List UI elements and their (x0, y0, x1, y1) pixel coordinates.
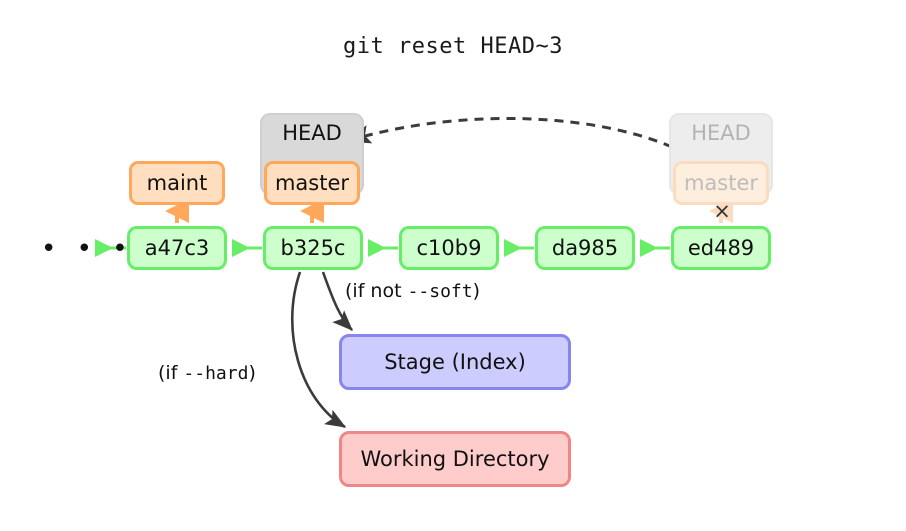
cross-out-mark: × (713, 199, 731, 223)
annotation-not-soft-suffix: ) (472, 280, 481, 302)
commit-node-da985[interactable]: da985 (535, 226, 635, 270)
annotation-hard-flag: --hard (183, 363, 249, 384)
commit-node-a47c3[interactable]: a47c3 (127, 226, 227, 270)
annotation-if-not-soft: (if not --soft) (345, 280, 480, 302)
diagram-title: git reset HEAD~3 (343, 34, 563, 59)
head-move-dashed-arrow (346, 117, 673, 149)
commit-node-ed489[interactable]: ed489 (671, 226, 771, 270)
working-directory-box[interactable]: Working Directory (339, 431, 571, 487)
history-ellipsis: • • • (41, 234, 134, 264)
stage-index-box[interactable]: Stage (Index) (339, 334, 571, 390)
commit-node-c10b9[interactable]: c10b9 (399, 226, 499, 270)
annotation-not-soft-prefix: (if not (345, 280, 408, 302)
annotation-hard-suffix: ) (248, 362, 256, 384)
reset-to-workdir-arrow (291, 271, 347, 429)
branch-label-maint[interactable]: maint (129, 161, 225, 205)
branch-label-master[interactable]: master (264, 161, 360, 205)
annotation-hard-prefix: (if (158, 362, 184, 384)
annotation-not-soft-flag: --soft (407, 281, 473, 302)
commit-node-b325c[interactable]: b325c (263, 226, 363, 270)
ref-pointer-arrows (165, 199, 733, 223)
annotation-if-hard: (if --hard) (158, 362, 256, 384)
